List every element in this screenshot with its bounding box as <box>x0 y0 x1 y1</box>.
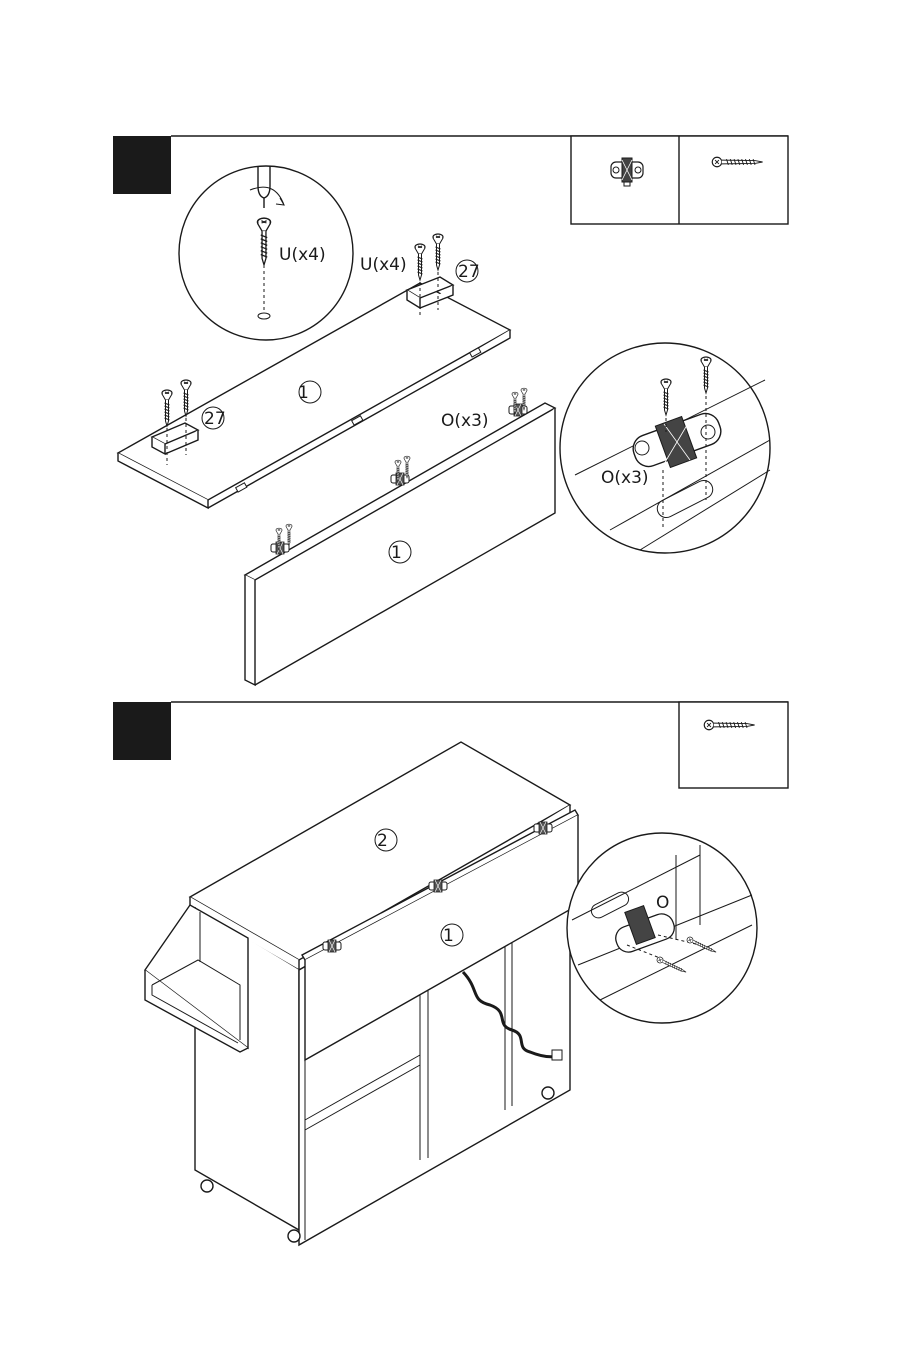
panel-screw-label: U(x4) <box>360 255 407 275</box>
hinge-label: O(x3) <box>441 411 489 431</box>
detail-leaf-label: O <box>656 893 669 913</box>
detail-circle-screw: U(x4) <box>179 166 353 340</box>
detail-screw-label: U(x4) <box>279 245 326 265</box>
detail-hinge-label: O(x3) <box>601 468 649 488</box>
step2-hardware-box <box>679 702 788 788</box>
block-top-number: 27 <box>458 262 480 282</box>
cart-assembly: 2 1 <box>145 742 578 1245</box>
detail-circle-hinge: O(x3) <box>560 343 770 553</box>
leaf-part-number: 1 <box>443 926 454 946</box>
block-left-number: 27 <box>204 409 226 429</box>
step1-hardware-box <box>571 136 788 224</box>
step1-number-badge <box>113 136 171 194</box>
step2-number-badge <box>113 702 171 760</box>
cart-top-number: 2 <box>377 831 388 851</box>
part-front-number: 1 <box>391 543 402 563</box>
detail-circle-leaf-hinge: O <box>567 833 757 1023</box>
part-top-number: 1 <box>298 383 309 403</box>
